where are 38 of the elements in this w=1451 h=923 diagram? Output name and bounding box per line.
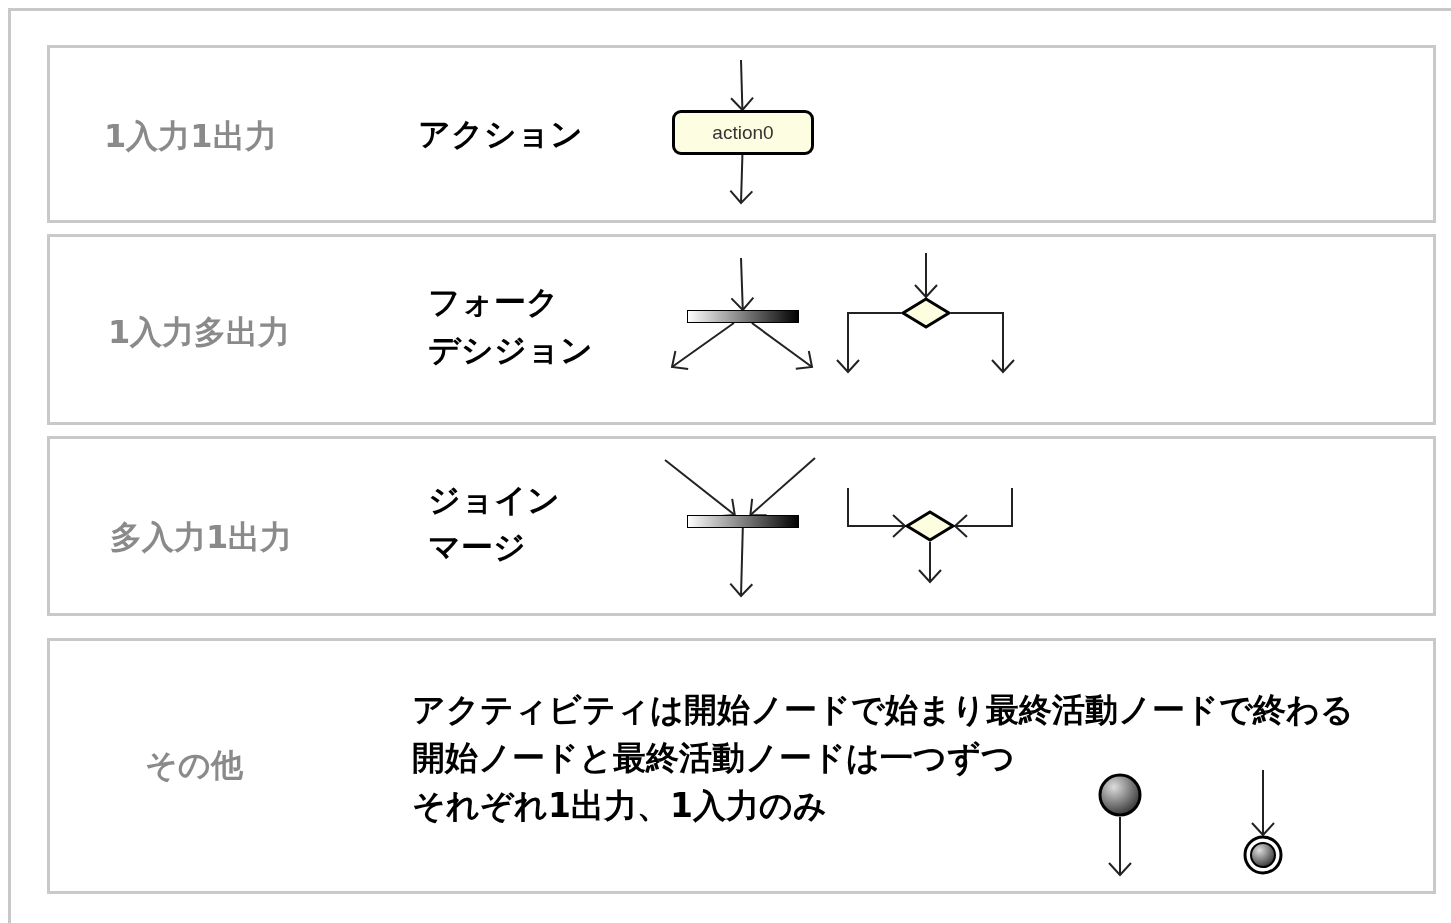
arrow: [914, 252, 938, 298]
arrow: [729, 154, 754, 204]
table-row: [47, 436, 1436, 616]
arrow: [836, 312, 902, 373]
category-label: 1入力1出力: [104, 120, 277, 152]
arrow: [729, 527, 754, 597]
arrow: [918, 541, 942, 583]
arrow: [730, 59, 755, 111]
decision-diamond: [901, 297, 951, 329]
synchronization-bar: [687, 310, 799, 323]
arrow: [1108, 816, 1132, 876]
arrow: [750, 322, 813, 370]
arrow: [664, 459, 736, 518]
note-text: それぞれ1出力、1入力のみ: [412, 789, 827, 822]
action-box: action0: [672, 110, 814, 155]
element-name: マージ: [428, 531, 526, 563]
table-row: [47, 234, 1436, 425]
arrow: [1251, 769, 1275, 836]
activity-node-circle: [1243, 835, 1283, 875]
arrow: [847, 487, 906, 538]
arrow: [730, 257, 755, 311]
note-text: アクティビティは開始ノードで始まり最終活動ノードで終わる: [412, 693, 1354, 726]
arrow: [671, 322, 735, 370]
category-label: その他: [145, 749, 243, 781]
activity-node-circle: [1098, 773, 1142, 817]
table-row: [47, 638, 1436, 894]
decision-diamond: [905, 510, 955, 542]
arrow: [950, 312, 1015, 373]
table-row: [47, 45, 1436, 223]
element-name: アクション: [418, 118, 583, 150]
element-name: フォーク: [428, 286, 559, 318]
element-name: デシジョン: [428, 334, 593, 366]
synchronization-bar: [687, 515, 799, 528]
category-label: 多入力1出力: [110, 521, 293, 553]
element-name: ジョイン: [428, 484, 560, 516]
arrow: [749, 457, 816, 517]
arrow: [954, 487, 1013, 538]
category-label: 1入力多出力: [108, 316, 291, 348]
